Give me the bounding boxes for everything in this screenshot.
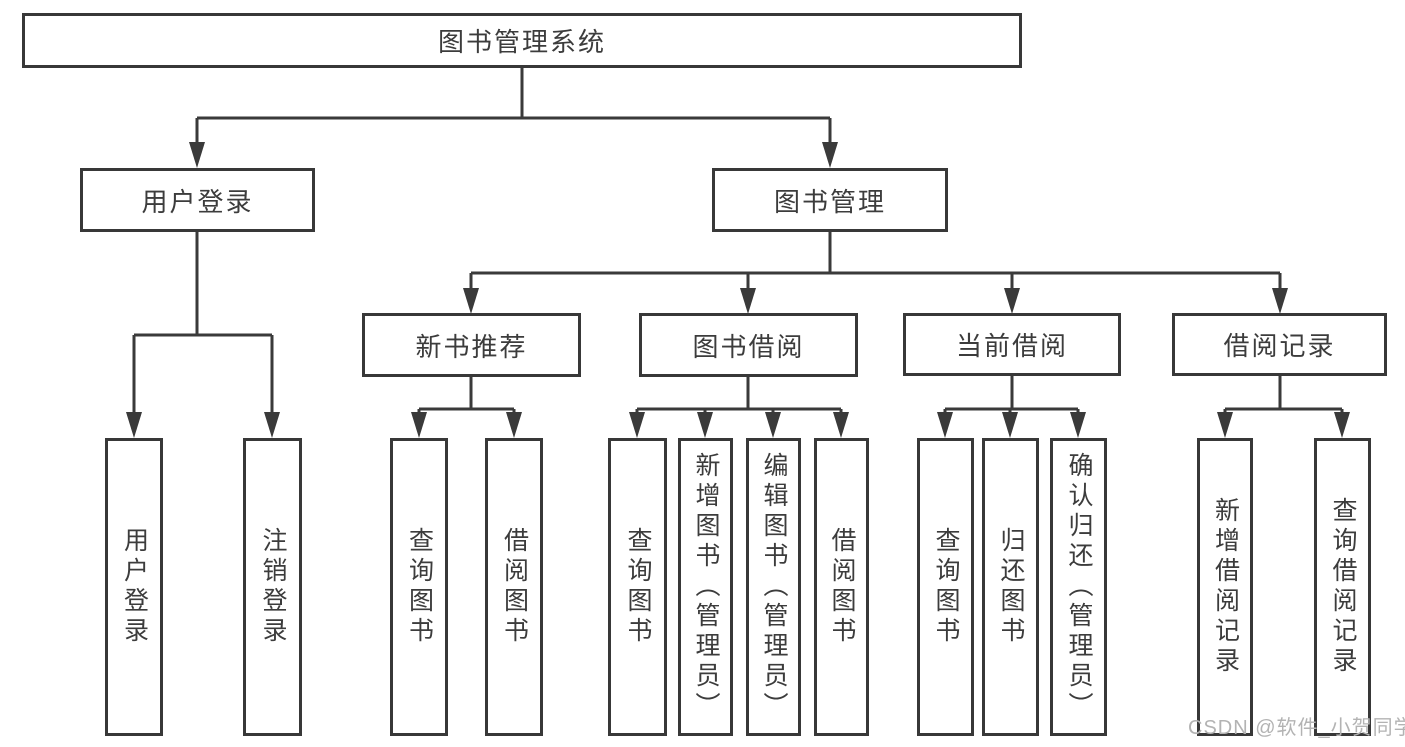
watermark: CSDN @软件_小贺同学 <box>1188 717 1405 739</box>
leaf-query-borrow-record: 查询借阅记录 <box>1314 438 1371 736</box>
node-current-borrowing: 当前借阅 <box>903 313 1121 376</box>
node-root: 图书管理系统 <box>22 13 1022 68</box>
leaf-borrow-books-borrowing: 借阅图书 <box>814 438 869 736</box>
leaf-query-books-borrowing: 查询图书 <box>608 438 667 736</box>
leaf-confirm-return-admin: 确认归还（管理员） <box>1050 438 1107 736</box>
node-borrowing-records: 借阅记录 <box>1172 313 1387 376</box>
node-book-management: 图书管理 <box>712 168 948 232</box>
leaf-borrow-books-recommend: 借阅图书 <box>485 438 543 736</box>
leaf-edit-book-admin: 编辑图书（管理员） <box>746 438 801 736</box>
node-book-borrowing: 图书借阅 <box>639 313 858 377</box>
arrow-down-icons <box>126 142 1350 438</box>
leaf-add-borrow-record: 新增借阅记录 <box>1197 438 1253 736</box>
leaf-add-book-admin: 新增图书（管理员） <box>678 438 733 736</box>
leaf-logout: 注销登录 <box>243 438 302 736</box>
node-new-book-recommend: 新书推荐 <box>362 313 581 377</box>
node-user-login: 用户登录 <box>80 168 315 232</box>
leaf-query-books-recommend: 查询图书 <box>390 438 448 736</box>
leaf-query-books-current: 查询图书 <box>917 438 974 736</box>
leaf-return-books: 归还图书 <box>982 438 1039 736</box>
leaf-user-login: 用户登录 <box>105 438 163 736</box>
